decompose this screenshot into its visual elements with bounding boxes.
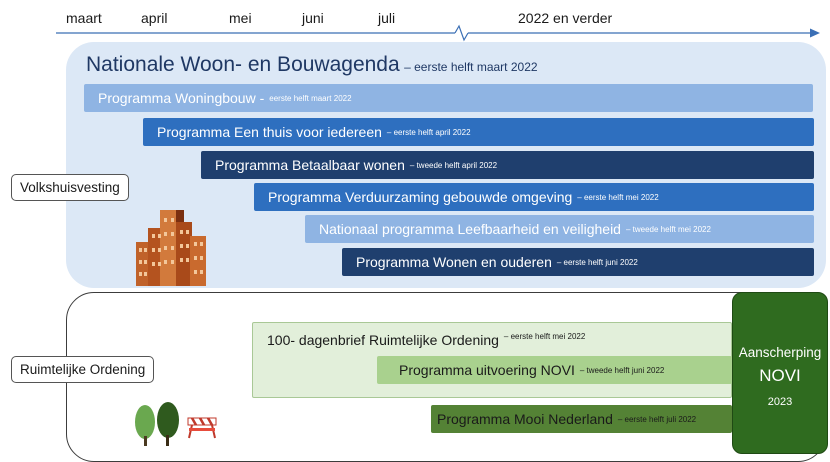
ruimtelijke-ordening-label: Ruimtelijke Ordening bbox=[11, 356, 155, 383]
novi-line2: NOVI bbox=[759, 366, 801, 385]
timeline-month: juni bbox=[302, 10, 324, 26]
program-bar-verduurzaming: Programma Verduurzaming gebouwde omgevin… bbox=[254, 183, 814, 211]
novi-line1: Aanscherping bbox=[738, 345, 822, 360]
woon-bouwagenda-title: Nationale Woon- en Bouwagenda – eerste h… bbox=[86, 53, 538, 77]
program-bar-een-thuis: Programma Een thuis voor iedereen– eerst… bbox=[143, 118, 814, 146]
novi-year: 2023 bbox=[767, 396, 793, 408]
program-bar-uitvoering-novi: Programma uitvoering NOVI– tweede helft … bbox=[377, 356, 732, 384]
timeline-month: juli bbox=[378, 10, 396, 26]
program-bar-mooi-nederland: Programma Mooi Nederland– eerste helft j… bbox=[431, 405, 732, 433]
title-timing: – eerste helft maart 2022 bbox=[404, 60, 538, 74]
program-bar-betaalbaar-wonen: Programma Betaalbaar wonen– tweede helft… bbox=[201, 151, 814, 179]
barrier-icon bbox=[187, 417, 217, 439]
timeline-axis bbox=[56, 24, 820, 42]
trees-icon bbox=[135, 402, 179, 446]
title-text: Nationale Woon- en Bouwagenda bbox=[86, 53, 400, 76]
program-bar-woningbouw: Programma Woningbouw -eerste helft maart… bbox=[84, 84, 813, 112]
program-bar-wonen-ouderen: Programma Wonen en ouderen– eerste helft… bbox=[342, 248, 814, 276]
timeline-month: maart bbox=[66, 10, 102, 26]
volkshuisvesting-label: Volkshuisvesting bbox=[11, 174, 129, 201]
program-bar-leefbaarheid: Nationaal programma Leefbaarheid en veil… bbox=[305, 215, 814, 243]
timeline-month: mei bbox=[229, 10, 252, 26]
aanscherping-novi-box: Aanscherping NOVI 2023 bbox=[732, 292, 828, 454]
timeline-month: april bbox=[141, 10, 168, 26]
timeline-future-label: 2022 en verder bbox=[518, 10, 613, 26]
buildings-icon bbox=[136, 210, 206, 286]
